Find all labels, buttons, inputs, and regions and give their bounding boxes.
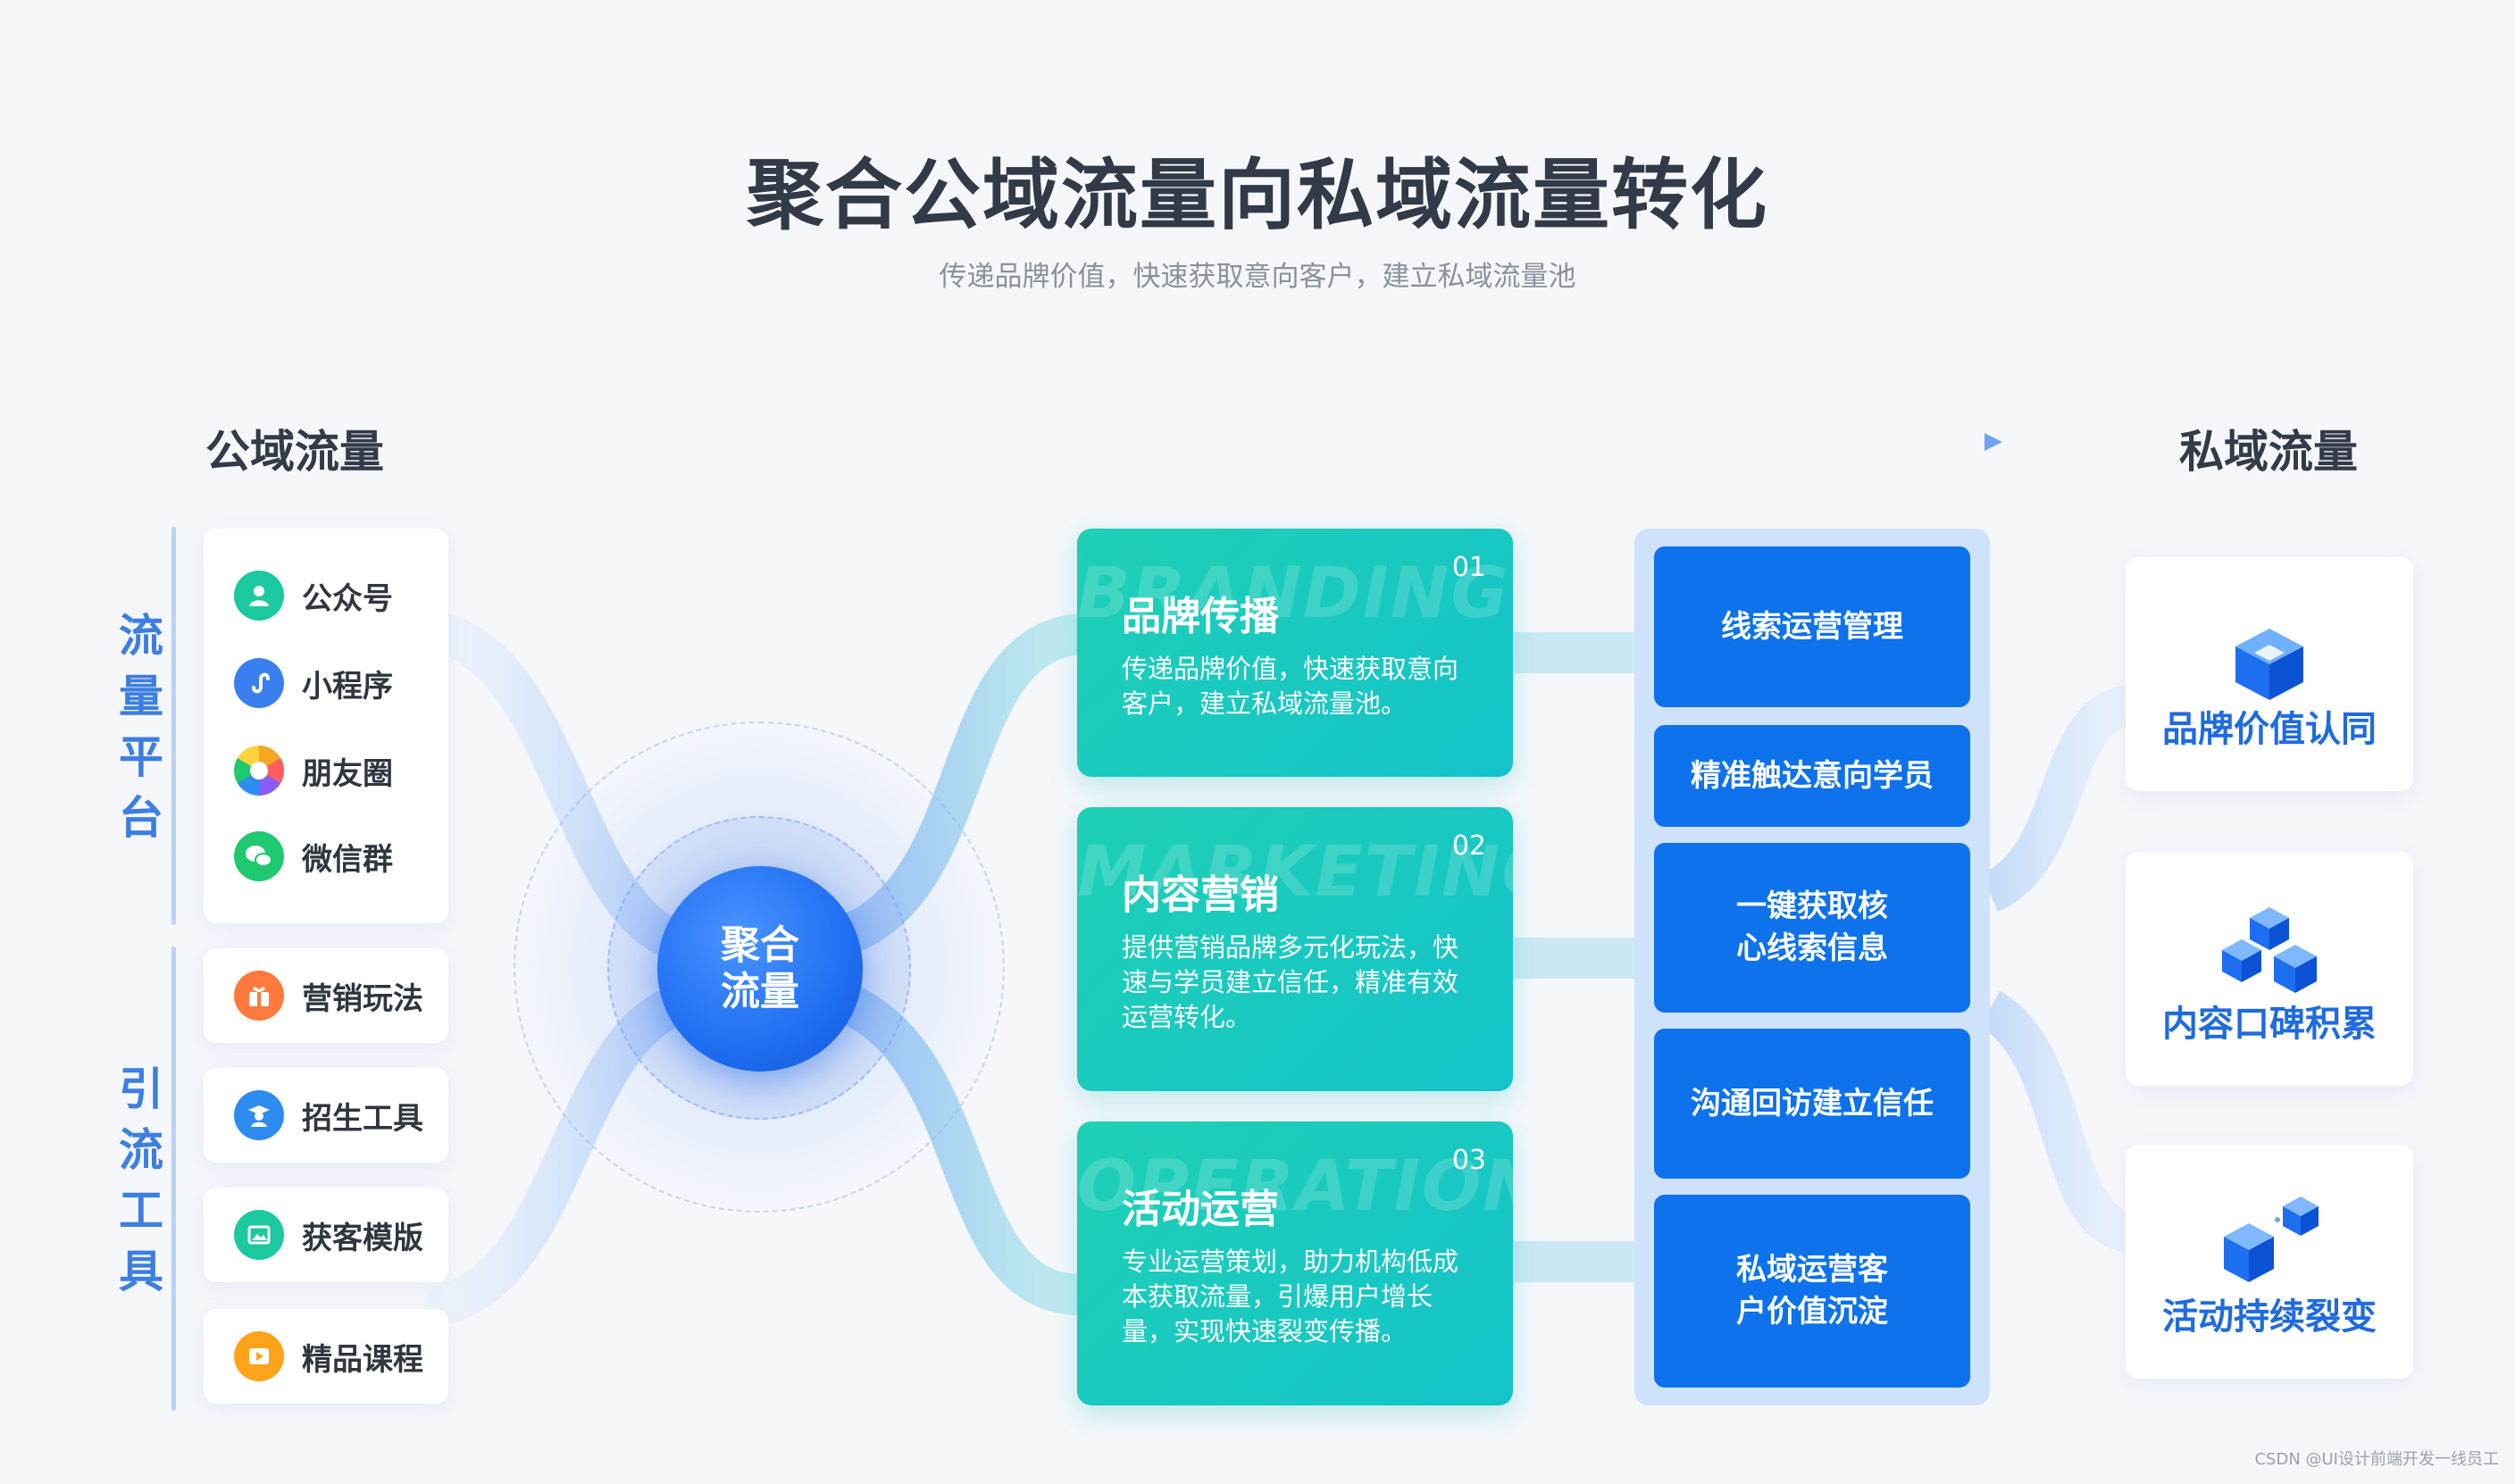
strategy-watermark: BRANDING [1077,554,1510,634]
step-precise-reach[interactable]: 精准触达意向学员 [1654,725,1970,827]
mini-program-icon [234,658,284,708]
official-account-icon [234,571,284,621]
platforms-card: 公众号 小程序 朋友圈 微信群 [204,529,448,923]
private-traffic-heading: 私域流量 [2179,426,2358,478]
strategy-title: 内容营销 [1122,872,1279,918]
gift-icon [234,971,284,1021]
step-lead-management[interactable]: 线索运营管理 [1654,546,1970,707]
aggregate-traffic-hub: 聚合 流量 [657,866,863,1071]
strategy-number: 02 [1451,830,1486,862]
tool-label: 精品课程 [302,1341,423,1378]
platform-item-moments[interactable]: 朋友圈 [234,745,393,796]
public-traffic-heading: 公域流量 [205,426,384,478]
step-label: 线索运营管理 [1721,608,1903,645]
strategy-number: 03 [1451,1145,1486,1176]
outcome-label: 活动持续裂变 [2162,1296,2377,1338]
step-label-line2: 户价值沉淀 [1736,1294,1888,1330]
cubes-cluster-icon [2222,907,2317,993]
platform-label: 小程序 [302,668,393,704]
tool-label: 招生工具 [302,1100,423,1137]
outcome-card-content-reputation[interactable]: 内容口碑积累 [2126,852,2413,1086]
step-label: 精准触达意向学员 [1691,757,1934,794]
tool-row: 获客模版 [234,1209,423,1261]
outcome-card-viral-growth[interactable]: 活动持续裂变 [2126,1145,2413,1379]
tool-card-marketing[interactable]: 营销玩法 [204,948,448,1043]
page-subtitle: 传递品牌价值，快速获取意向客户，建立私域流量池 [939,261,1576,293]
hub-outer-ring [514,721,1005,1213]
strategy-watermark: OPERATION [1077,1146,1513,1227]
tool-card-courses[interactable]: 精品课程 [204,1309,448,1404]
step-label-line2: 心线索信息 [1736,930,1888,966]
tools-group-label: 引 流 工 具 [119,1063,163,1297]
step-label-line1: 私域运营客 [1736,1252,1888,1288]
direction-arrow-head [1984,433,2002,451]
step-follow-up-trust[interactable]: 沟通回访建立信任 [1654,1029,1970,1179]
tool-row: 招生工具 [234,1089,423,1141]
outcome-card-brand-value[interactable]: 品牌价值认同 [2126,557,2413,791]
step-label: 沟通回访建立信任 [1691,1085,1934,1121]
cube-icon [2235,629,2303,700]
platform-group-label: 流 量 平 台 [119,610,163,844]
platform-label: 微信群 [302,841,393,878]
platform-label: 公众号 [302,580,393,617]
outcome-label: 品牌价值认同 [2162,709,2377,750]
credit-watermark: CSDN @UI设计前端开发一线员工 [2254,1450,2499,1469]
strategy-card-branding[interactable]: BRANDING 01 品牌传播 传递品牌价值，快速获取意向客户，建立私域流量池… [1077,529,1513,777]
student-icon [234,1090,284,1140]
strategy-number: 01 [1451,552,1486,583]
strategy-title: 品牌传播 [1122,594,1279,639]
outcome-label: 内容口碑积累 [2162,1004,2377,1045]
strategy-title: 活动运营 [1122,1187,1279,1232]
strategy-description: 专业运营策划，助力机构低成本获取流量，引爆用户增长量，实现快速裂变传播。 [1122,1246,1459,1346]
platform-item-mini-program[interactable]: 小程序 [234,657,393,709]
strategy-watermark: MARKETING [1077,832,1513,913]
strategy-card-operation[interactable]: OPERATION 03 活动运营 专业运营策划，助力机构低成本获取流量，引爆用… [1077,1121,1513,1405]
page-title: 聚合公域流量向私域流量转化 [747,151,1768,240]
image-icon [234,1210,284,1260]
play-icon [234,1331,284,1381]
strategy-description: 提供营销品牌多元化玩法，快速与学员建立信任，精准有效运营转化。 [1122,932,1459,1032]
platform-label: 朋友圈 [302,755,393,792]
step-private-value[interactable]: 私域运营客 户价值沉淀 [1654,1195,1970,1388]
platform-group-bar [171,527,176,925]
platform-item-official-account[interactable]: 公众号 [234,570,393,621]
hub-label-line1: 聚合 [721,922,799,968]
wechat-group-icon [234,831,284,881]
tool-label: 营销玩法 [302,980,423,1017]
step-one-click-leads[interactable]: 一键获取核 心线索信息 [1654,843,1970,1013]
strategy-card-content[interactable]: MARKETING 02 内容营销 提供营销品牌多元化玩法，快速与学员建立信任，… [1077,807,1513,1091]
step-label-line1: 一键获取核 [1736,888,1888,924]
strategy-description: 传递品牌价值，快速获取意向客户，建立私域流量池。 [1122,654,1459,719]
tool-row: 营销玩法 [234,970,423,1021]
tool-card-enrollment[interactable]: 招生工具 [204,1068,448,1163]
tools-group-bar [171,946,176,1411]
platform-item-wechat-group[interactable]: 微信群 [234,830,393,882]
tool-label: 获客模版 [302,1220,423,1256]
moments-icon [234,746,284,796]
hub-label-line2: 流量 [721,969,799,1014]
tool-card-template[interactable]: 获客模版 [204,1188,448,1282]
tool-row: 精品课程 [234,1330,423,1382]
cubes-split-icon [2224,1196,2319,1282]
